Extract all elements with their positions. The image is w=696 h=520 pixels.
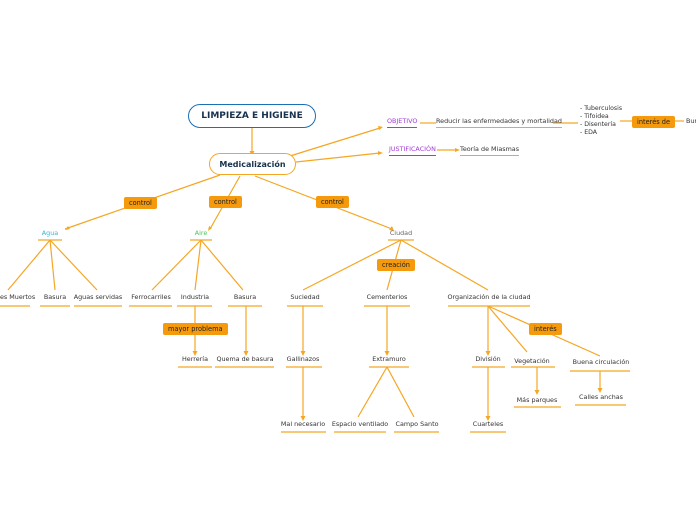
disease-item: - Tifoidea <box>580 113 609 120</box>
node-industria[interactable]: Industria <box>180 293 210 301</box>
node-agua[interactable]: Agua <box>41 229 59 237</box>
interes-target[interactable]: Bur <box>686 117 696 125</box>
node-muertos[interactable]: es Muertos <box>0 293 36 301</box>
node-extramuro[interactable]: Extramuro <box>372 355 406 363</box>
node-aire[interactable]: Aire <box>194 229 208 237</box>
node-buena-circulacion[interactable]: Buena circulación <box>572 358 630 366</box>
node-cementerios[interactable]: Cementerios <box>366 293 408 301</box>
node-herreria[interactable]: Herrería <box>182 355 208 363</box>
objetivo-text[interactable]: Reducir las enfermedades y mortalidad <box>436 117 562 128</box>
node-vegetacion[interactable]: Vegetación <box>514 357 550 365</box>
node-gallinazos[interactable]: Gallinazos <box>286 355 320 363</box>
node-aguas-servidas[interactable]: Aguas servidas <box>73 293 123 301</box>
justificacion-text[interactable]: Teoría de Miasmas <box>460 145 520 156</box>
disease-item: - Disentería <box>580 121 616 128</box>
node-organizacion[interactable]: Organización de la ciudad <box>447 293 531 301</box>
node-division[interactable]: División <box>475 355 501 363</box>
node-basura-aire[interactable]: Basura <box>233 293 257 301</box>
relation-creacion[interactable]: creación <box>377 259 415 271</box>
relation-mayor-problema[interactable]: mayor problema <box>163 323 228 335</box>
relation-interes[interactable]: interés <box>529 323 562 335</box>
node-campo-santo[interactable]: Campo Santo <box>395 420 439 428</box>
node-quema-basura[interactable]: Quema de basura <box>216 355 274 363</box>
objetivo-label[interactable]: OBJETIVO <box>387 117 418 128</box>
relation-control-agua[interactable]: control <box>124 197 157 209</box>
justificacion-label[interactable]: JUSTIFICACIÓN <box>389 145 436 156</box>
node-mal-necesario[interactable]: Mal necesario <box>280 420 326 428</box>
node-basura-agua[interactable]: Basura <box>43 293 67 301</box>
disease-item: - EDA <box>580 129 597 136</box>
relation-control-aire[interactable]: control <box>209 196 242 208</box>
relation-control-ciudad[interactable]: control <box>316 196 349 208</box>
interes-de-label[interactable]: interés de <box>632 116 676 128</box>
node-ciudad[interactable]: Ciudad <box>389 229 413 237</box>
disease-item: - Tuberculosis <box>580 105 623 112</box>
node-espacio-ventilado[interactable]: Espacio ventilado <box>331 420 389 428</box>
node-calles-anchas[interactable]: Calles anchas <box>579 393 623 401</box>
root-node[interactable]: LIMPIEZA E HIGIENE <box>188 104 316 128</box>
main-node[interactable]: Medicalización <box>209 153 296 175</box>
node-cuarteles[interactable]: Cuarteles <box>472 420 504 428</box>
node-ferrocarriles[interactable]: Ferrocarriles <box>131 293 171 301</box>
diseases-list[interactable]: - Tuberculosis - Tifoidea - Disentería -… <box>580 105 622 137</box>
node-suciedad[interactable]: Suciedad <box>290 293 320 301</box>
node-mas-parques[interactable]: Más parques <box>516 396 558 404</box>
